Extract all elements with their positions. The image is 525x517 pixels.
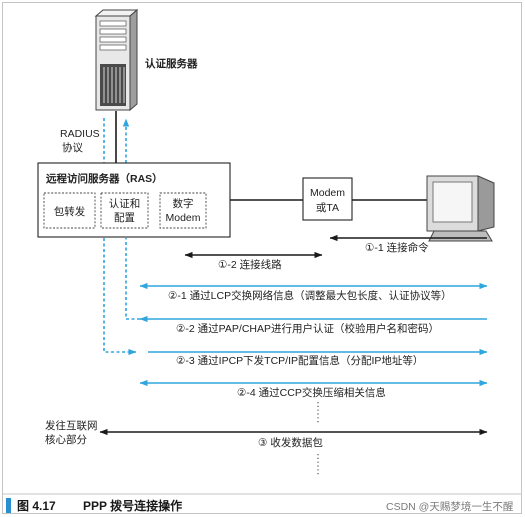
packet-forwarding-box: [43, 192, 96, 229]
digital-modem-box: [159, 192, 207, 229]
radius-label-line2: 协议: [62, 141, 83, 154]
auth-config-box: [100, 192, 149, 229]
radius-label-line1: RADIUS: [60, 128, 100, 140]
internet-label-line1: 发往互联网: [45, 419, 98, 432]
caption-title: PPP 拨号连接操作: [83, 498, 182, 513]
server-icon: [94, 8, 139, 112]
step-2-3-dashed-config: [103, 238, 137, 356]
step-2-3-label: ②-3 通过IPCP下发TCP/IP配置信息（分配IP地址等）: [176, 354, 423, 367]
step-2-1-label: ②-1 通过LCP交换网络信息（调整最大包长度、认证协议等）: [168, 289, 452, 302]
modem-label-line2: 或TA: [316, 202, 339, 214]
auth-config-label-line2: 配置: [114, 212, 135, 224]
step-3-label: ③ 收发数据包: [258, 436, 323, 449]
modem-label-line1: Modem: [310, 187, 345, 199]
packet-forwarding-label: 包转发: [54, 205, 86, 218]
step-2-2-dashed-forward: [125, 238, 140, 320]
auth-server-label: 认证服务器: [145, 57, 198, 70]
step-1-1-label: ①-1 连接命令: [365, 241, 429, 254]
caption-accent-bar: [6, 498, 11, 513]
modem-box: Modem 或TA: [302, 177, 353, 221]
caption-number: 图 4.17: [17, 499, 56, 513]
internet-label-line2: 核心部分: [45, 433, 87, 446]
auth-config-label-line1: 认证和: [109, 197, 141, 210]
computer-icon: [426, 175, 495, 242]
watermark: CSDN @天赐梦境一生不醒: [386, 500, 514, 513]
ras-title: 远程访问服务器（RAS）: [46, 172, 163, 185]
digital-modem-label-line1: 数字: [173, 197, 194, 210]
step-1-2-label: ①-2 连接线路: [218, 258, 282, 271]
step-2-4-label: ②-4 通过CCP交换压缩相关信息: [237, 386, 386, 399]
step-2-2-label: ②-2 通过PAP/CHAP进行用户认证（校验用户名和密码）: [176, 322, 439, 335]
ras-box: 远程访问服务器（RAS） 包转发 认证和 配置 数字 Modem: [37, 162, 231, 238]
digital-modem-label-line2: Modem: [165, 212, 200, 224]
